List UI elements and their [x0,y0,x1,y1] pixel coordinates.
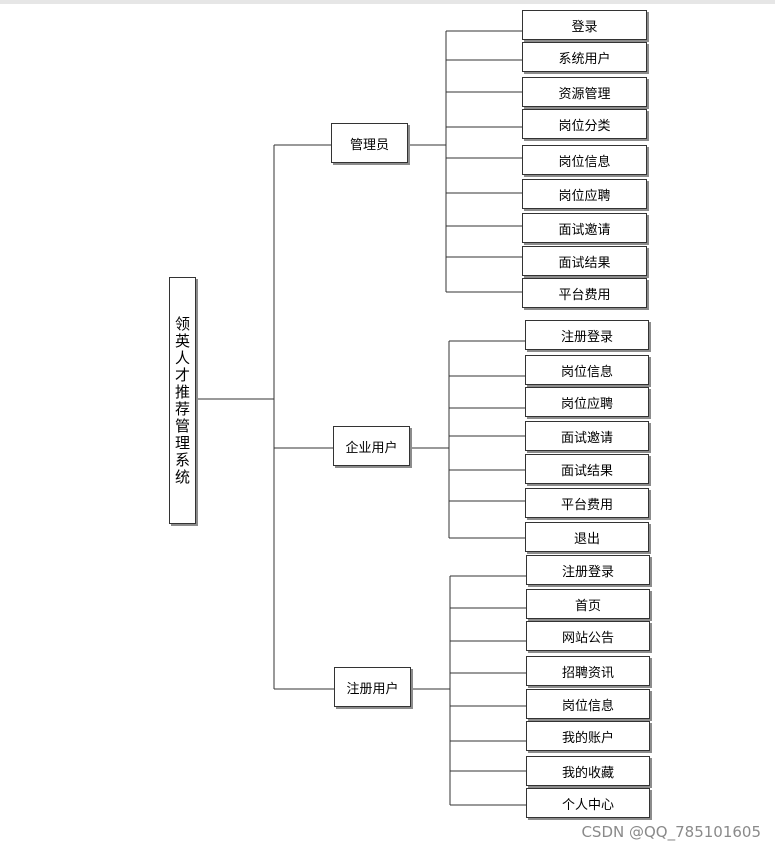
registered-item: 个人中心 [526,788,650,818]
registered-item: 岗位信息 [526,689,650,719]
branch-registered-user: 注册用户 [334,667,411,707]
branch-admin: 管理员 [331,123,408,163]
enterprise-item: 面试邀请 [525,421,649,451]
registered-item: 我的账户 [526,721,650,751]
enterprise-item: 平台费用 [525,488,649,518]
admin-item: 岗位分类 [522,109,647,139]
enterprise-item: 注册登录 [525,320,649,350]
admin-item: 系统用户 [522,42,647,72]
watermark: CSDN @QQ_785101605 [581,823,761,841]
registered-item: 网站公告 [526,621,650,651]
enterprise-item: 岗位信息 [525,355,649,385]
admin-item: 岗位应聘 [522,179,647,209]
branch-enterprise-user: 企业用户 [333,426,410,466]
enterprise-item: 退出 [525,522,649,552]
top-border [0,0,775,4]
admin-item: 平台费用 [522,278,647,308]
registered-item: 招聘资讯 [526,656,650,686]
enterprise-item: 面试结果 [525,454,649,484]
admin-item: 登录 [522,10,647,40]
enterprise-item: 岗位应聘 [525,387,649,417]
admin-item: 面试结果 [522,246,647,276]
admin-item: 面试邀请 [522,213,647,243]
admin-item: 资源管理 [522,77,647,107]
registered-item: 首页 [526,589,650,619]
registered-item: 注册登录 [526,555,650,585]
registered-item: 我的收藏 [526,756,650,786]
root-node: 领英人才推荐管理系统 [169,277,196,524]
admin-item: 岗位信息 [522,145,647,175]
